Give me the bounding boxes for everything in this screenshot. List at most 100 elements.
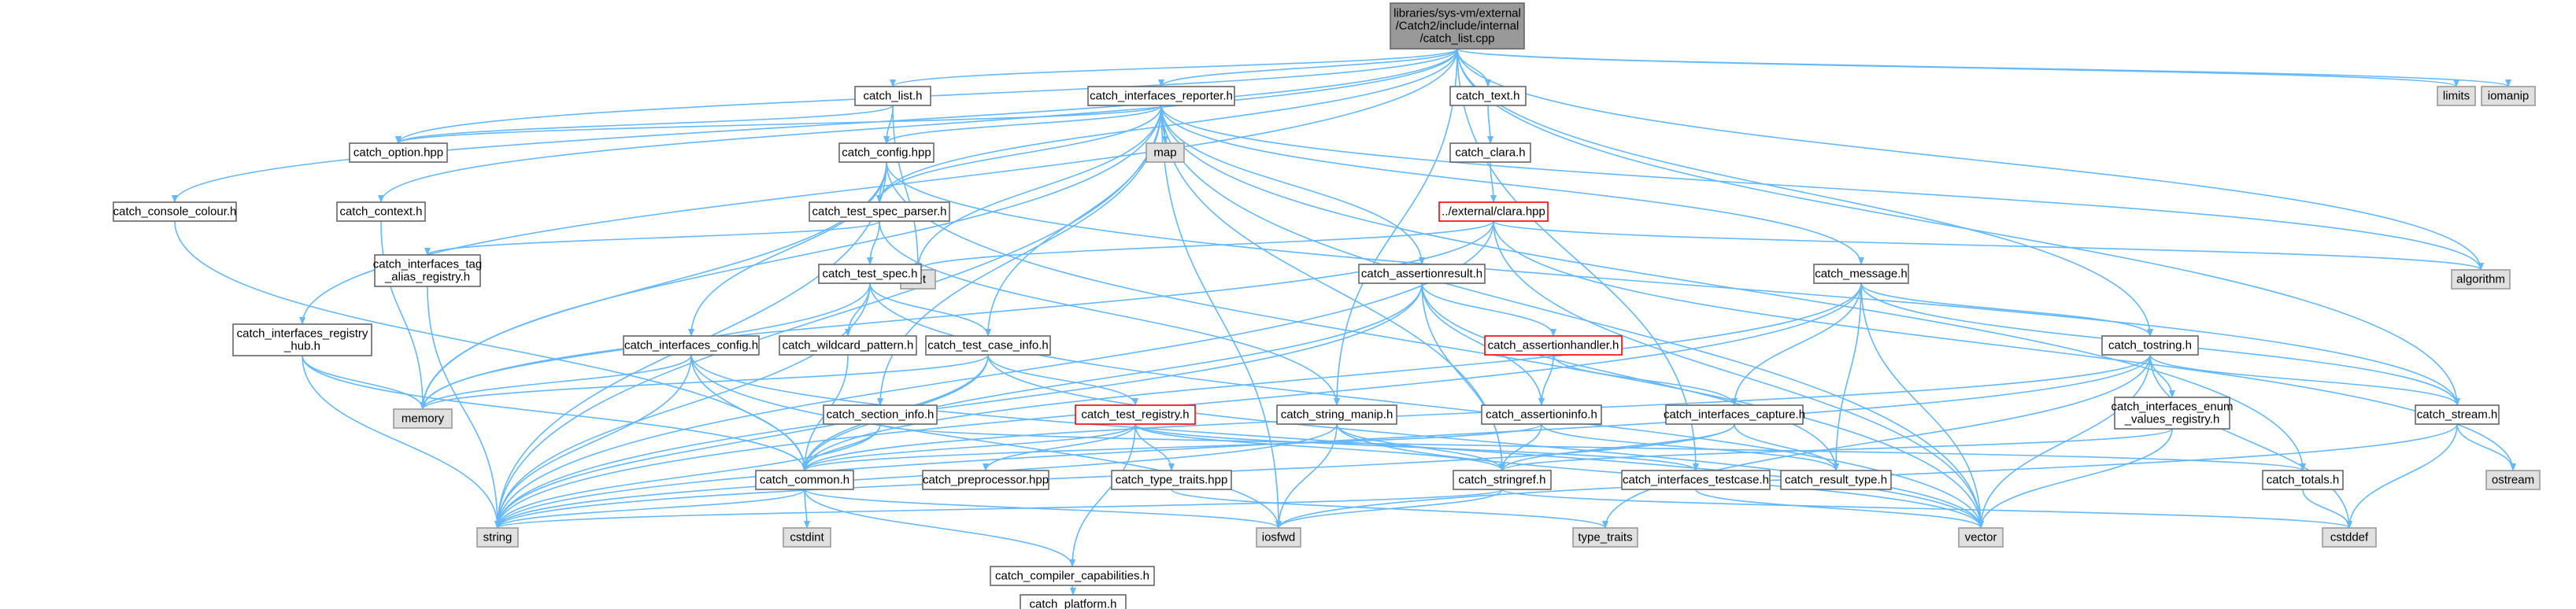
node-label: string <box>483 531 513 544</box>
edge-catch_interfaces_reporter_h-to-algorithm <box>1160 105 2484 271</box>
edge-catch_message_h-to-catch_common_h <box>801 282 1862 471</box>
node-label: catch_platform.h <box>1030 598 1117 609</box>
node-catch-interfaces-enum-values-registry-h[interactable]: catch_interfaces_enum_values_registry.h <box>2111 397 2234 430</box>
node-catch-assertionhandler-h[interactable]: catch_assertionhandler.h <box>1484 335 1623 356</box>
node-catch-string-manip-h[interactable]: catch_string_manip.h <box>1276 404 1397 425</box>
node-catch-type-traits-hpp[interactable]: catch_type_traits.hpp <box>1111 470 1232 490</box>
edge-catch_test_spec_h-to-vector <box>869 282 1984 529</box>
node-box <box>2451 269 2511 290</box>
node-catch-totals-h[interactable]: catch_totals.h <box>2262 470 2344 490</box>
node-box <box>1453 470 1552 490</box>
node-catch-test-case-info-h[interactable]: catch_test_case_info.h <box>925 335 1051 356</box>
edge-catch_interfaces_reporter_h-to-catch_message_h <box>1160 105 1864 265</box>
edge-catch_tostring_h-to-cstddef <box>2149 354 2352 529</box>
node-label: catch_assertioninfo.h <box>1486 408 1597 422</box>
node-catch-common-h[interactable]: catch_common.h <box>755 470 854 490</box>
node-catch-test-registry-h[interactable]: catch_test_registry.h <box>1075 404 1196 425</box>
edge-catch_assertioninfo_h-to-catch_common_h <box>801 423 1542 471</box>
node-catch-test-spec-parser-h[interactable]: catch_test_spec_parser.h <box>809 201 950 222</box>
node-string: string <box>476 527 519 548</box>
edge-catch_config_hpp-to-catch_stream_h <box>886 161 2460 406</box>
edge-catch_interfaces_reporter_h-to-catch_config_hpp <box>883 105 1162 144</box>
node-box <box>1665 404 1804 425</box>
node-label: /Catch2/include/internal <box>1396 20 1519 33</box>
node-root[interactable]: libraries/sys-vm/external/Catch2/include… <box>1390 2 1525 50</box>
node-label: catch_tostring.h <box>2108 339 2192 352</box>
node-catch-interfaces-tag-alias-registry-h[interactable]: catch_interfaces_tag_alias_registry.h <box>373 254 482 287</box>
node-catch-interfaces-testcase-h[interactable]: catch_interfaces_testcase.h <box>1621 470 1771 490</box>
edge-catch_interfaces_reporter_h-to-catch_option_hpp <box>395 105 1162 144</box>
edge-catch_interfaces_reporter_h-to-string <box>494 105 1162 529</box>
node-catch-option-hpp[interactable]: catch_option.hpp <box>349 142 448 163</box>
node-catch-test-spec-h[interactable]: catch_test_spec.h <box>818 264 922 284</box>
node-catch-config-hpp[interactable]: catch_config.hpp <box>838 142 935 163</box>
node-box <box>1484 335 1623 356</box>
node-box <box>374 254 481 287</box>
node-catch-list-h[interactable]: catch_list.h <box>854 86 931 106</box>
node-catch-stringref-h[interactable]: catch_stringref.h <box>1453 470 1552 490</box>
node-catch-wildcard-pattern-h[interactable]: catch_wildcard_pattern.h <box>779 335 917 356</box>
node-box <box>1075 404 1196 425</box>
node-catch-result-type-h[interactable]: catch_result_type.h <box>1780 470 1892 490</box>
node-catch-console-colour-h[interactable]: catch_console_colour.h <box>113 201 237 222</box>
node-catch-interfaces-reporter-h[interactable]: catch_interfaces_reporter.h <box>1087 86 1235 106</box>
node-label: catch_wildcard_pattern.h <box>783 339 914 352</box>
node-catch-tostring-h[interactable]: catch_tostring.h <box>2101 335 2199 356</box>
edge-catch_message_h-to-vector <box>1860 282 1984 529</box>
node-label: catch_interfaces_config.h <box>624 339 758 352</box>
node-iosfwd: iosfwd <box>1256 527 1301 548</box>
edge-root-to-iomanip <box>1456 48 2511 87</box>
node-memory: memory <box>393 408 453 429</box>
node-label: catch_list.h <box>863 90 922 103</box>
edge-catch_tostring_h-to-string <box>494 354 2151 529</box>
edge-catch_interfaces_enum_values_registry_h-to-catch_stringref_h <box>1499 428 2173 471</box>
node-catch-section-info-h[interactable]: catch_section_info.h <box>823 404 938 425</box>
node-catch-interfaces-capture-h[interactable]: catch_interfaces_capture.h <box>1664 404 1805 425</box>
node-label: _hub.h <box>283 340 320 353</box>
node-catch-clara-h[interactable]: catch_clara.h <box>1449 142 1531 163</box>
node-box <box>922 470 1049 490</box>
node-label: ../external/clara.hpp <box>1442 205 1545 219</box>
node-layer: libraries/sys-vm/external/Catch2/include… <box>113 2 2541 609</box>
edge-catch_test_case_info_h-to-vector <box>987 354 1984 529</box>
node-label: algorithm <box>2456 273 2505 286</box>
node-label: catch_clara.h <box>1455 146 1525 160</box>
node-label: catch_interfaces_tag <box>373 258 482 271</box>
edge-clara_hpp-to-algorithm <box>1493 220 2484 271</box>
node-catch-interfaces-config-h[interactable]: catch_interfaces_config.h <box>623 335 760 356</box>
node-box <box>1358 264 1486 284</box>
edge-catch_interfaces_tag_alias_registry_h-to-string <box>427 286 501 529</box>
node-catch-platform-h[interactable]: catch_platform.h <box>1020 594 1127 609</box>
node-catch-assertioninfo-h[interactable]: catch_assertioninfo.h <box>1481 404 1602 425</box>
node-catch-assertionresult-h[interactable]: catch_assertionresult.h <box>1358 264 1486 284</box>
node-catch-stream-h[interactable]: catch_stream.h <box>2415 404 2500 425</box>
node-catch-text-h[interactable]: catch_text.h <box>1449 86 1527 106</box>
node-box <box>336 201 426 222</box>
edge-catch_stringref_h-to-iosfwd <box>1275 489 1503 529</box>
node-label: memory <box>402 412 445 426</box>
node-catch-message-h[interactable]: catch_message.h <box>1813 264 1909 284</box>
node-limits: limits <box>2437 86 2476 106</box>
node-box <box>1020 594 1127 609</box>
node-label: catch_option.hpp <box>353 146 443 160</box>
node-iomanip: iomanip <box>2481 86 2536 106</box>
node-label: catch_config.hpp <box>842 146 931 160</box>
node-box <box>818 264 922 284</box>
edge-catch_test_registry_h-to-catch_common_h <box>801 423 1136 471</box>
node-label: catch_console_colour.h <box>113 205 237 219</box>
edge-catch_tostring_h-to-type_traits <box>1602 354 2151 529</box>
node-map: map <box>1146 142 1185 163</box>
edge-catch_test_spec_h-to-catch_test_case_info_h <box>869 282 991 337</box>
node-catch-preprocessor-hpp[interactable]: catch_preprocessor.hpp <box>922 470 1049 490</box>
node-catch-context-h[interactable]: catch_context.h <box>336 201 426 222</box>
edge-catch_interfaces_config_h-to-string <box>494 354 692 529</box>
node-box <box>854 86 931 106</box>
node-box <box>783 527 831 548</box>
edge-catch_tostring_h-to-catch_stream_h <box>2149 354 2460 406</box>
node-catch-compiler-capabilities-h[interactable]: catch_compiler_capabilities.h <box>990 566 1155 586</box>
node-box <box>779 335 917 356</box>
edge-catch_string_manip_h-to-iosfwd <box>1275 423 1338 529</box>
node-clara-hpp[interactable]: ../external/clara.hpp <box>1438 201 1549 222</box>
node-label: libraries/sys-vm/external <box>1393 7 1521 20</box>
node-catch-interfaces-registry-hub-h[interactable]: catch_interfaces_registry_hub.h <box>232 323 372 356</box>
